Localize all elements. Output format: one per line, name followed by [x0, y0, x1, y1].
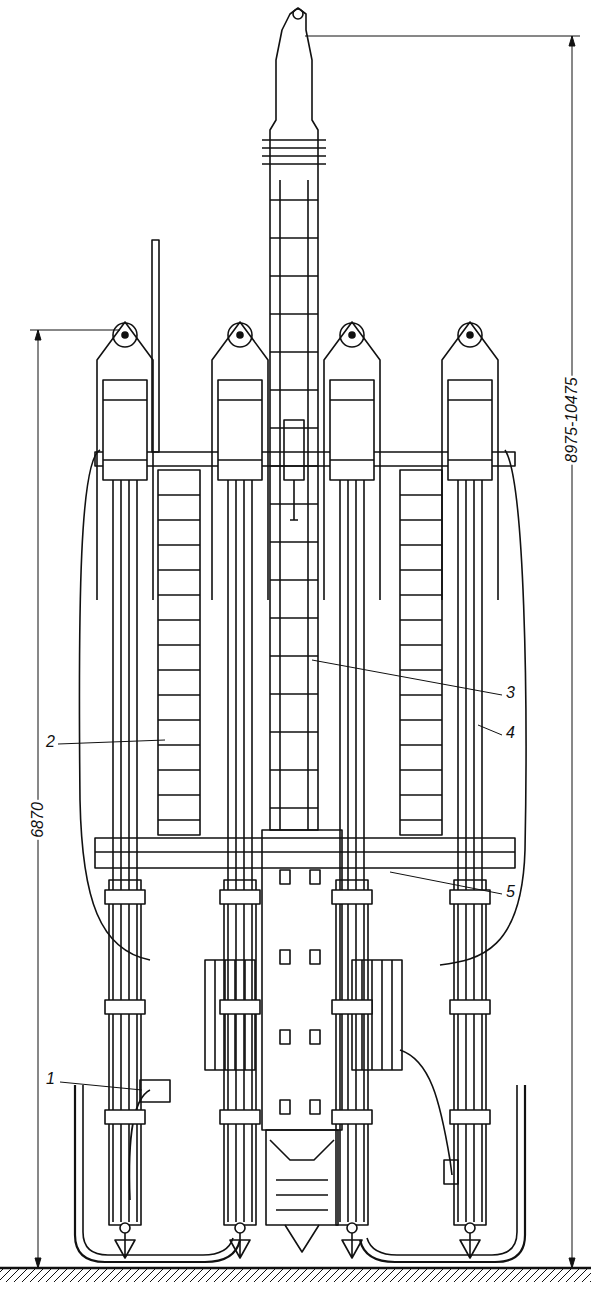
- ladder-rung: [400, 619, 442, 621]
- hose: [129, 1090, 150, 1200]
- ladder: [158, 470, 200, 835]
- central-mast: [262, 8, 326, 830]
- ladder-rung: [158, 594, 200, 596]
- hydraulic-block-lines: [215, 960, 392, 1070]
- mast-rung: [270, 199, 318, 201]
- callout-number: 5: [504, 883, 517, 901]
- ladder-rung: [400, 819, 442, 821]
- drill-unit: [324, 322, 380, 1258]
- mast-rung: [270, 275, 318, 277]
- ladder-rung: [158, 619, 200, 621]
- hydraulic-block: [205, 960, 255, 1070]
- ladder-rung: [400, 594, 442, 596]
- block-line: [371, 960, 373, 1070]
- block-line: [361, 960, 363, 1070]
- ground-hatch: [0, 1268, 591, 1282]
- ladder-rung: [158, 544, 200, 546]
- ladder-rung: [158, 669, 200, 671]
- mast-rung: [270, 351, 318, 353]
- mast-rung: [270, 693, 318, 695]
- hose: [400, 1050, 452, 1175]
- mast-rung: [270, 313, 318, 315]
- ladder-rung: [400, 669, 442, 671]
- mast-rung: [270, 541, 318, 543]
- mast-rung: [270, 237, 318, 239]
- mast-rung: [270, 503, 318, 505]
- rotator-housing: [262, 830, 342, 1252]
- mast-rung: [270, 617, 318, 619]
- drill-unit: [442, 322, 498, 1258]
- hose-coupling: [444, 1160, 458, 1184]
- ladder-rungs: [158, 495, 442, 820]
- ladder-rung: [158, 769, 200, 771]
- skid: [83, 1085, 233, 1255]
- ladder-rung: [400, 519, 442, 521]
- hydraulic-block: [352, 960, 402, 1070]
- mast-rung: [270, 655, 318, 657]
- ground-line: [0, 1267, 591, 1270]
- ladder-rung: [400, 494, 442, 496]
- ladder-rung: [158, 569, 200, 571]
- ladder-rung: [158, 694, 200, 696]
- ladder-rung: [400, 644, 442, 646]
- ladder-rung: [158, 494, 200, 496]
- housing-windows: [280, 870, 320, 1114]
- valve-block-1: [140, 1080, 170, 1102]
- mast-rung: [270, 579, 318, 581]
- ladder-rung: [158, 744, 200, 746]
- hose: [79, 450, 150, 960]
- leader-lines: [58, 660, 502, 1090]
- housing-window: [310, 1100, 320, 1114]
- ladder-rung: [158, 644, 200, 646]
- dimension-value: 6870: [29, 800, 47, 840]
- frame-line: [95, 851, 515, 853]
- callout-number: 1: [44, 1070, 57, 1088]
- housing-window: [280, 1100, 290, 1114]
- ladder-rung: [400, 744, 442, 746]
- mast-rung: [270, 427, 318, 429]
- dimension-value: 8975-10475: [563, 375, 581, 464]
- ladder-rung: [158, 819, 200, 821]
- mast-rungs: [270, 200, 318, 808]
- housing-window: [280, 1030, 290, 1044]
- block-line: [381, 960, 383, 1070]
- drill-units: [97, 322, 498, 1258]
- ladder-rung: [158, 719, 200, 721]
- ladder: [400, 470, 442, 835]
- callout-number: 2: [44, 733, 57, 751]
- hose: [440, 450, 526, 965]
- housing-window: [310, 950, 320, 964]
- ladder-rung: [400, 694, 442, 696]
- housing-window: [310, 1030, 320, 1044]
- skid: [75, 1085, 240, 1262]
- lower-frame: [95, 838, 515, 868]
- housing-window: [310, 870, 320, 884]
- callout-number: 4: [504, 724, 517, 742]
- ladder-rung: [400, 769, 442, 771]
- ladder-rung: [400, 569, 442, 571]
- ladder-rung: [158, 519, 200, 521]
- callout-number: 3: [504, 684, 517, 702]
- dimension-lines: [30, 36, 580, 1268]
- ladder-rung: [400, 719, 442, 721]
- mast-rung: [270, 769, 318, 771]
- mast-rung: [270, 731, 318, 733]
- housing-window: [280, 950, 290, 964]
- ladder-rung: [158, 794, 200, 796]
- drill-unit: [212, 322, 268, 1258]
- block-line: [214, 960, 216, 1070]
- housing-window: [280, 870, 290, 884]
- ladder-rung: [400, 794, 442, 796]
- skid: [360, 1085, 525, 1262]
- block-line: [391, 960, 393, 1070]
- mast-rung: [270, 389, 318, 391]
- skid: [367, 1085, 517, 1255]
- mast-rung: [270, 807, 318, 809]
- ladder-rung: [400, 544, 442, 546]
- drill-unit: [97, 322, 153, 1258]
